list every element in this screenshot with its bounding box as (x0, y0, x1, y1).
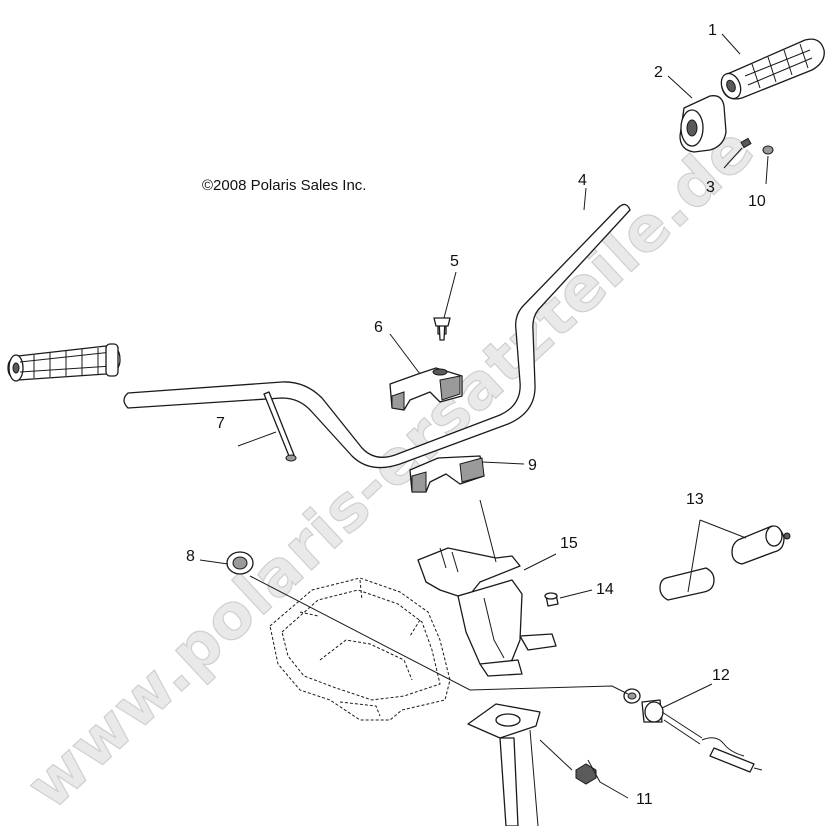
grip-left (7, 343, 121, 382)
nut (575, 763, 597, 785)
callout-2: 2 (654, 64, 663, 81)
steering-pad (659, 525, 791, 601)
throttle-housing (679, 95, 727, 153)
callout-10: 10 (748, 193, 766, 210)
callout-9: 9 (528, 457, 537, 474)
body-panel (269, 577, 451, 721)
clamp-bolt (433, 317, 451, 341)
cap (762, 145, 774, 155)
callout-11: 11 (636, 791, 653, 808)
callout-5: 5 (450, 253, 459, 270)
grommet (226, 551, 254, 575)
copyright-text: ©2008 Polaris Sales Inc. (202, 177, 366, 194)
callouts: 1 2 3 4 5 6 7 8 9 10 11 12 13 14 15 (186, 22, 766, 808)
choke-assembly (623, 688, 763, 773)
upper-clamp (389, 367, 463, 411)
callout-8: 8 (186, 548, 195, 565)
callout-6: 6 (374, 319, 383, 336)
long-screw (263, 391, 297, 462)
lower-clamp (409, 455, 485, 493)
callout-1: 1 (708, 22, 717, 39)
bracket (417, 547, 557, 677)
steering-post (467, 703, 541, 827)
callout-4: 4 (578, 172, 587, 189)
callout-15: 15 (560, 535, 578, 552)
callout-13: 13 (686, 491, 704, 508)
callout-12: 12 (712, 667, 730, 684)
handlebar (123, 203, 631, 469)
leader-lines (199, 33, 769, 799)
small-bolt (544, 592, 559, 607)
grip-right (720, 38, 825, 100)
callout-7: 7 (216, 415, 225, 432)
callout-3: 3 (706, 179, 715, 196)
set-screw (740, 137, 752, 149)
callout-14: 14 (596, 581, 614, 598)
